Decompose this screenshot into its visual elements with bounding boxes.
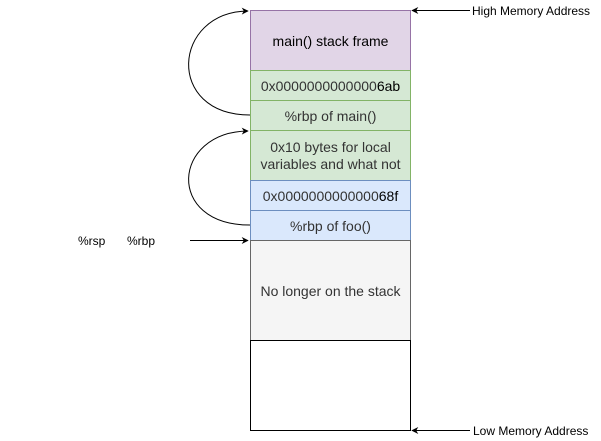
foo-return-address-label: 0x000000000000068f (263, 188, 399, 204)
empty-stack-block (250, 340, 411, 431)
rbp-of-foo-block (250, 210, 411, 241)
main-return-address-suffix: 6ab (377, 78, 401, 94)
main-return-address-label: 0x00000000000006ab (261, 78, 401, 94)
rsp-label: %rsp (78, 234, 106, 248)
main-stack-frame-block (250, 10, 411, 71)
rbp-label: %rbp (127, 234, 155, 248)
rbp-main-link-arrow (188, 7, 251, 116)
rbp-foo-link-arrow (188, 127, 251, 226)
foo-return-address-suffix: 68f (379, 188, 399, 204)
rbp-of-foo-label: %rbp of foo() (290, 218, 371, 234)
rbp-of-main-label: %rbp of main() (285, 108, 377, 124)
low-memory-address-label: Low Memory Address (473, 424, 588, 438)
foo-return-address-prefix: 0x0000000000000 (263, 188, 379, 204)
local-variables-line-1: 0x10 bytes for local (270, 139, 391, 155)
high-memory-address-label: High Memory Address (472, 4, 590, 18)
main-stack-frame-label: main() stack frame (273, 33, 389, 49)
no-longer-on-stack-label: No longer on the stack (260, 283, 401, 299)
main-return-address-block (250, 70, 411, 101)
rbp-of-main-block (250, 100, 411, 131)
local-variables-block (250, 130, 411, 181)
main-return-address-prefix: 0x0000000000000 (261, 78, 377, 94)
local-variables-line-2: variables and what not (260, 156, 400, 172)
